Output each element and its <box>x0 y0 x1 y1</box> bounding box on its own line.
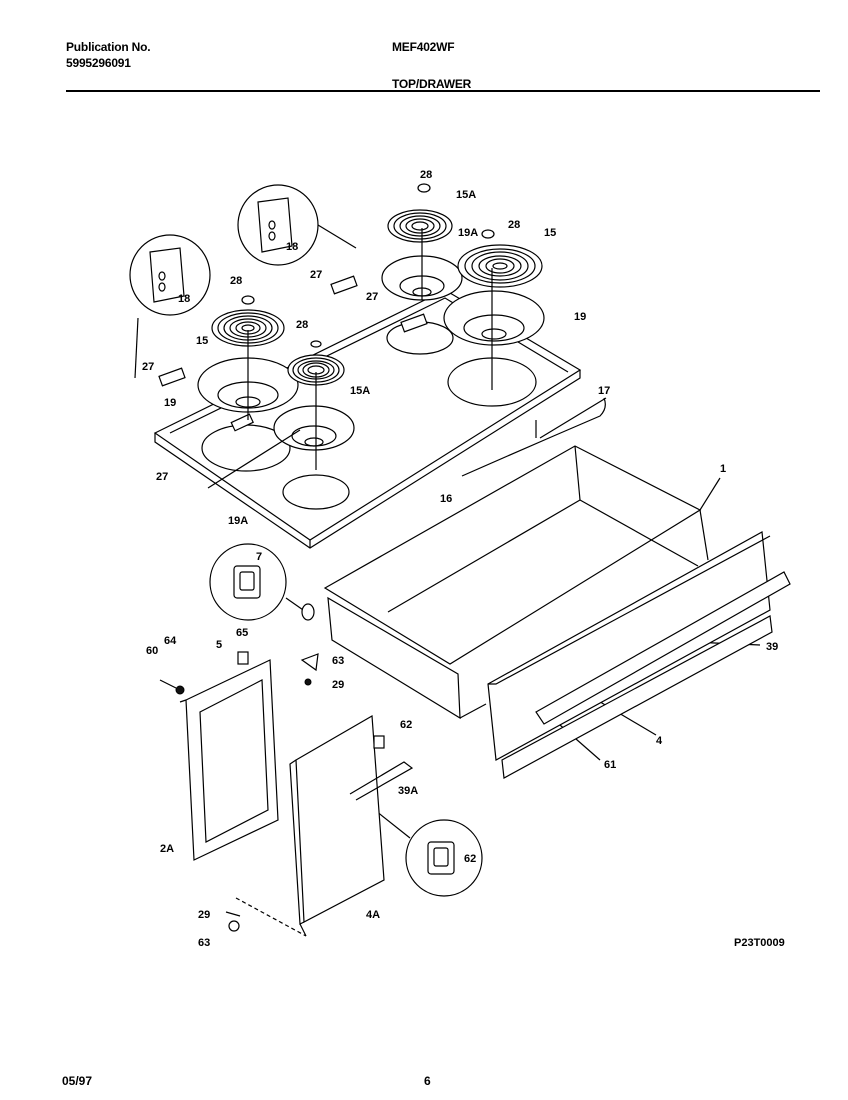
detail-bracket-18-lower <box>129 234 211 316</box>
callout-5: 5 <box>216 639 222 651</box>
drawer-body-1 <box>323 445 709 720</box>
callout-27: 27 <box>310 269 322 281</box>
footer-date: 05/97 <box>62 1074 93 1088</box>
callout-27: 27 <box>142 361 154 373</box>
left-front-element-15A <box>273 340 355 451</box>
callout-29: 29 <box>332 679 344 691</box>
callout-15: 15 <box>544 227 556 239</box>
publication-label: Publication No. <box>66 40 151 54</box>
small-hardware <box>159 603 385 937</box>
callout-16: 16 <box>440 493 452 505</box>
callout-61: 61 <box>604 759 616 771</box>
header-rule <box>66 90 820 92</box>
callout-64: 64 <box>164 635 177 647</box>
callout-28: 28 <box>296 319 308 331</box>
callout-15: 15 <box>196 335 208 347</box>
callout-27: 27 <box>366 291 378 303</box>
callout-19A: 19A <box>458 227 478 239</box>
detail-bracket-18-upper <box>237 184 319 266</box>
spring-clip-17 <box>461 397 606 477</box>
callout-63: 63 <box>198 937 210 949</box>
page-number: 6 <box>424 1074 431 1088</box>
publication-number: 5995296091 <box>66 56 131 70</box>
model-number: MEF402WF <box>392 40 455 54</box>
callout-27: 27 <box>156 471 168 483</box>
callout-4A: 4A <box>366 909 380 921</box>
drawing-id: P23T0009 <box>734 937 785 949</box>
callout-63: 63 <box>332 655 344 667</box>
drawer-front-4 <box>487 531 791 779</box>
callout-17: 17 <box>598 385 610 397</box>
callout-19A: 19A <box>228 515 248 527</box>
callout-7: 7 <box>256 551 262 563</box>
section-title: TOP/DRAWER <box>392 77 472 91</box>
handle-39A <box>349 761 414 801</box>
detail-latch-7 <box>209 543 287 621</box>
callout-1: 1 <box>720 463 726 475</box>
callout-29: 29 <box>198 909 210 921</box>
callout-19: 19 <box>164 397 176 409</box>
callout-15A: 15A <box>350 385 370 397</box>
callout-18: 18 <box>286 241 298 253</box>
callout-28: 28 <box>230 275 242 287</box>
callout-28: 28 <box>420 169 432 181</box>
callout-labels: 28 15A 28 19A 15 18 27 27 19 18 28 28 15… <box>142 169 785 949</box>
right-front-element-15 <box>443 229 545 346</box>
storage-door-panel-4A <box>289 715 385 925</box>
callout-18: 18 <box>178 293 190 305</box>
callout-62: 62 <box>400 719 412 731</box>
callout-62: 62 <box>464 853 476 865</box>
callout-4: 4 <box>656 735 663 747</box>
callout-28: 28 <box>508 219 520 231</box>
callout-65: 65 <box>236 627 248 639</box>
callout-2A: 2A <box>160 843 174 855</box>
callout-39: 39 <box>766 641 778 653</box>
callout-15A: 15A <box>456 189 476 201</box>
detail-bracket-62 <box>405 819 483 897</box>
terminal-blocks-27 <box>158 275 428 432</box>
storage-door-frame-2A <box>179 659 279 861</box>
callout-60: 60 <box>146 645 158 657</box>
callout-19: 19 <box>574 311 586 323</box>
callout-39A: 39A <box>398 785 418 797</box>
